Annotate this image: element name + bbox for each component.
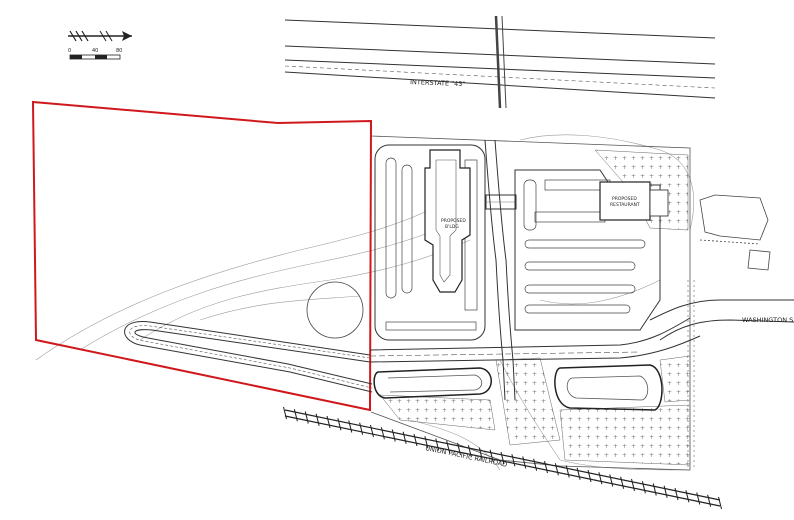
railroad-tie — [718, 496, 722, 510]
central-drive — [484, 139, 517, 401]
railroad-tie — [402, 431, 407, 444]
railroad-tie — [467, 445, 472, 458]
railroad-tie — [707, 494, 712, 507]
railroad-tie — [696, 492, 701, 505]
railroad-tie — [478, 447, 483, 460]
railroad-tie — [576, 467, 581, 480]
railroad-tie — [348, 420, 353, 433]
railroad-tie — [391, 429, 396, 442]
svg-text:RESTAURANT: RESTAURANT — [610, 202, 640, 208]
railroad-tie — [598, 472, 603, 485]
proposed-building: PROPOSED B'LDG — [424, 149, 471, 293]
washington-street-label: WASHINGTON S — [742, 316, 793, 324]
railroad-tie — [435, 438, 440, 451]
frontage-road — [369, 317, 701, 363]
railroad-tie — [424, 436, 429, 449]
north-arrow-icon — [68, 30, 132, 42]
railroad-tie — [674, 487, 679, 501]
railroad-tie — [413, 433, 418, 447]
railroad-tie — [380, 427, 385, 440]
railroad-tie — [489, 449, 494, 462]
railroad-tie — [315, 413, 320, 426]
proposed-building-label: PROPOSED — [441, 218, 466, 224]
railroad-tie — [500, 451, 505, 465]
scale-bar: 0 40 80 — [68, 48, 122, 60]
railroad-tie — [446, 440, 451, 453]
railroad-tie — [359, 422, 364, 435]
railroad-tie — [337, 418, 342, 431]
railroad-tie — [554, 463, 559, 476]
proposed-restaurant: PROPOSED RESTAURANT — [599, 181, 669, 221]
railroad-tie — [587, 469, 592, 483]
railroad-tie — [511, 454, 516, 467]
railroad-tie — [370, 424, 374, 438]
proposed-restaurant-label: PROPOSED — [612, 196, 637, 202]
east-edge-marks — [687, 280, 695, 470]
scale-tick-40: 40 — [92, 48, 98, 54]
site-boundary — [370, 135, 691, 471]
railroad-tie — [304, 411, 309, 424]
railroad-tie — [533, 458, 538, 471]
railroad-tie — [326, 415, 331, 429]
railroad-tie — [685, 490, 690, 503]
railroad-tie — [293, 409, 298, 422]
detention-pond-south — [373, 367, 492, 399]
railroad-tie — [457, 442, 461, 456]
detention-pond-east — [554, 364, 663, 411]
west-parking-lot — [374, 144, 486, 341]
railroad-tie — [631, 478, 635, 492]
railroad-tie — [544, 460, 548, 474]
interstate-highway: INTERSTATE "43" — [284, 15, 716, 109]
contour-lines — [35, 134, 695, 471]
railroad-tie — [620, 476, 625, 489]
property-boundary — [31, 100, 373, 412]
interstate-label: INTERSTATE "43" — [410, 78, 466, 88]
washington-street: WASHINGTON S — [649, 299, 794, 341]
east-parking-lot — [514, 169, 661, 331]
existing-building-east — [699, 194, 771, 271]
loop-access-drive — [124, 281, 373, 393]
railroad-tie — [522, 456, 527, 469]
scale-tick-0: 0 — [68, 48, 71, 54]
svg-text:B'LDG: B'LDG — [445, 224, 459, 230]
railroad-tie — [283, 406, 287, 420]
railroad-tie — [609, 474, 614, 487]
railroad-tie — [565, 465, 570, 478]
railroad-tie — [652, 483, 657, 496]
railroad-tie — [663, 485, 668, 498]
scale-tick-80: 80 — [116, 48, 122, 54]
railroad-tie — [641, 481, 646, 494]
